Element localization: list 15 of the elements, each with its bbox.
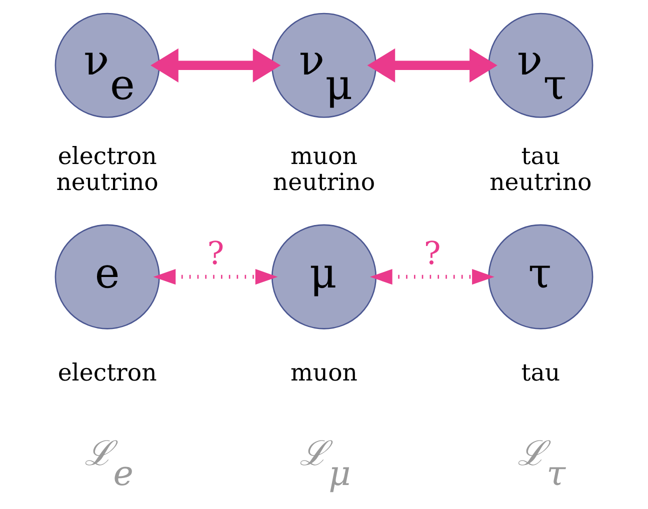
node-label: electron [58,358,157,386]
node-label: muon neutrino [272,142,376,196]
arrow [367,48,498,82]
node-label: tau [521,358,560,386]
node-circle: e [54,224,160,330]
node-label: tau neutrino [490,142,592,196]
node-label: electron neutrino [56,142,158,196]
arrow [150,48,281,82]
edge-label: ? [207,236,224,272]
arrow [153,269,278,285]
edge-label: ? [424,236,441,272]
arrow [370,269,494,285]
node-circle: μ [271,224,377,330]
node-circle: τ [488,224,594,330]
node-label: muon [290,358,358,386]
